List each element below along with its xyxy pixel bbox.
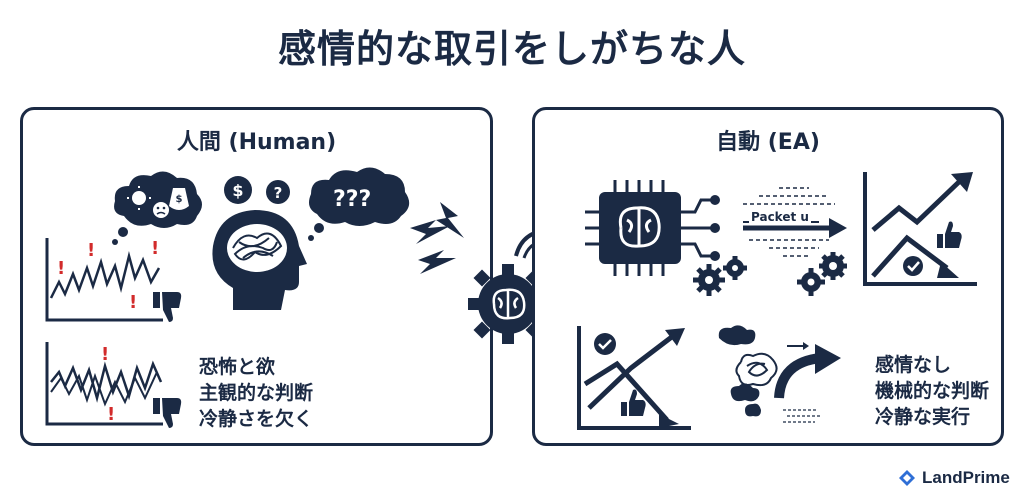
ai-chip-icon bbox=[585, 180, 720, 276]
ea-panel-heading: 自動 (EA) bbox=[716, 130, 820, 155]
svg-text:?: ? bbox=[274, 184, 283, 202]
brand-name: LandPrime bbox=[922, 468, 1010, 487]
packet-label: Packet u bbox=[749, 210, 811, 224]
svg-text:$: $ bbox=[176, 194, 183, 205]
human-trait-item: 主観的な判断 bbox=[199, 382, 314, 404]
volatile-chart-2: ! ! bbox=[45, 342, 163, 426]
human-trait-item: 冷静さを欠く bbox=[199, 408, 314, 430]
human-panel-heading: 人間 (Human) bbox=[176, 130, 337, 155]
question-cloud-icon: ??? bbox=[308, 167, 410, 241]
svg-text:???: ??? bbox=[333, 187, 371, 212]
small-thought-bubbles-icon: $ ? bbox=[224, 176, 290, 204]
page-title: 感情的な取引をしがちな人 bbox=[277, 27, 746, 71]
lightning-bolt-icon bbox=[410, 202, 464, 274]
ea-trait-item: 機械的な判断 bbox=[875, 380, 990, 402]
brand-logo: LandPrime bbox=[898, 467, 1010, 489]
volatile-chart-1: ! ! ! ! bbox=[45, 238, 163, 322]
human-trait-item: 恐怖と欲 bbox=[199, 356, 276, 378]
thumbs-down-icon bbox=[153, 398, 182, 428]
svg-text:$: $ bbox=[232, 181, 243, 200]
svg-text:!: ! bbox=[107, 404, 115, 425]
ea-panel: 自動 (EA) Packet u bbox=[532, 107, 1004, 446]
ea-traits-list: 感情なし 機械的な判断 冷静な実行 bbox=[875, 352, 989, 430]
thumbs-down-icon bbox=[153, 292, 182, 322]
svg-text:!: ! bbox=[101, 344, 109, 365]
ea-trait-item: 感情なし bbox=[875, 354, 952, 376]
human-traits-list: 恐怖と欲 主観的な判断 冷静さを欠く bbox=[199, 354, 313, 432]
worry-cloud-icon: $ bbox=[112, 171, 202, 245]
human-panel: 人間 (Human) $ ??? $ ? ! ! ! ! bbox=[20, 107, 493, 446]
landprime-logo-icon bbox=[899, 470, 915, 486]
gears-icon bbox=[693, 256, 747, 296]
ea-trait-item: 冷静な実行 bbox=[875, 406, 971, 428]
svg-text:!: ! bbox=[151, 238, 159, 259]
gears-icon bbox=[797, 252, 847, 296]
decision-chart-icon bbox=[577, 326, 691, 430]
svg-text:!: ! bbox=[87, 240, 95, 261]
stressed-head-icon bbox=[212, 210, 307, 310]
svg-text:!: ! bbox=[129, 292, 137, 313]
untangle-process-icon bbox=[718, 325, 841, 423]
uptrend-chart-icon bbox=[863, 172, 977, 286]
svg-text:!: ! bbox=[57, 258, 65, 279]
